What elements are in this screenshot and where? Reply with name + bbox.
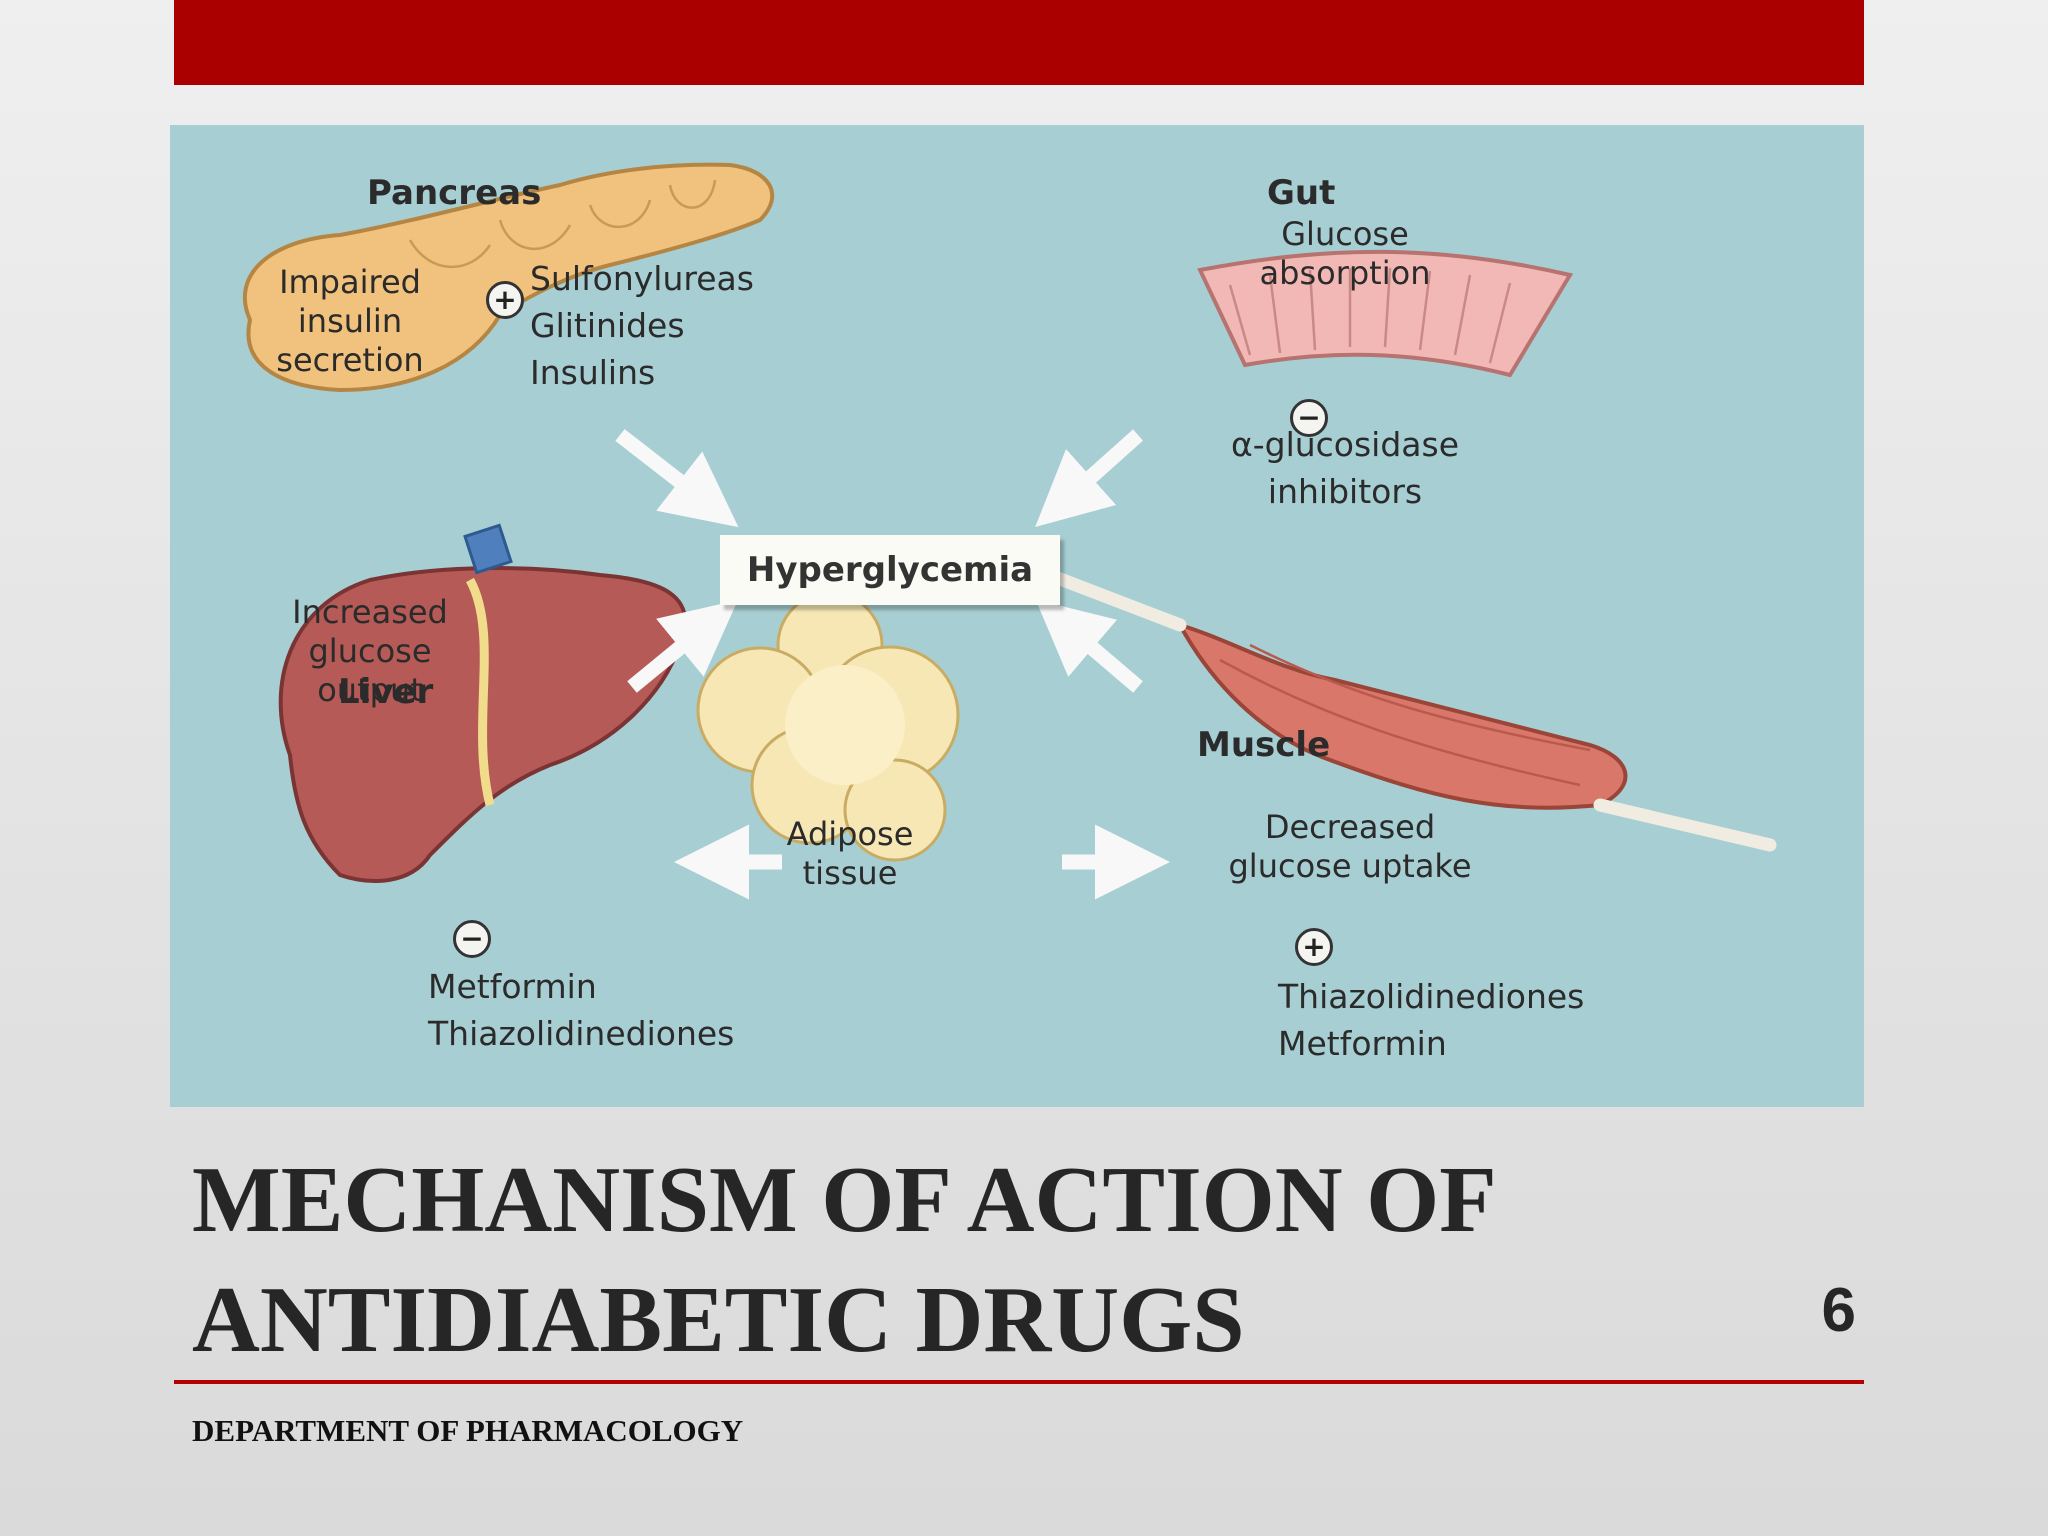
liver-illustration (278, 523, 688, 883)
gut-illustration (1197, 249, 1574, 378)
drug-item: Metformin (1278, 1024, 1447, 1063)
footer-department: DEPARTMENT OF PHARMACOLOGY (192, 1413, 744, 1448)
muscle-title: Muscle (1197, 725, 1331, 765)
gut-drugs: α-glucosidase inhibitors (1225, 421, 1465, 515)
pancreas-defect-line: insulin (297, 302, 403, 340)
drug-item: Insulins (530, 353, 656, 392)
pancreas-defect-line: Impaired (279, 263, 421, 301)
gut-defect: Glucose absorption (1225, 215, 1465, 293)
drug-item: Metformin (428, 967, 597, 1006)
pancreas-title: Pancreas (367, 173, 542, 213)
adipose-label: Adipose tissue (735, 815, 965, 893)
top-accent-bar (174, 0, 1864, 85)
gut-minus-sign: − (1290, 399, 1328, 437)
slide-title: MECHANISM OF ACTION OF ANTIDIABETIC DRUG… (192, 1140, 1742, 1380)
liver-minus-sign: − (453, 920, 491, 958)
muscle-drugs: Thiazolidinediones Metformin (1278, 973, 1584, 1067)
muscle-defect-line: glucose uptake (1228, 847, 1472, 885)
pancreas-defect: Impaired insulin secretion (250, 263, 450, 380)
adipose-label-line: Adipose (786, 815, 914, 853)
liver-defect-line: Increased (292, 593, 448, 631)
hyperglycemia-box: Hyperglycemia (720, 535, 1060, 605)
drug-item: Glitinides (530, 306, 685, 345)
liver-defect: Increased glucose output (265, 593, 475, 710)
muscle-defect: Decreased glucose uptake (1220, 808, 1480, 886)
adipose-illustration (696, 591, 960, 862)
arrow-liver-to-center (627, 600, 738, 693)
bottom-divider (174, 1380, 1864, 1384)
muscle-illustration (1048, 570, 1777, 852)
drug-item: inhibitors (1267, 472, 1423, 511)
arrow-gut-to-center (1035, 429, 1144, 528)
gut-title: Gut (1267, 173, 1336, 213)
liver-defect-line: glucose (308, 632, 432, 670)
drug-item: Thiazolidinediones (428, 1014, 735, 1053)
pancreas-illustration (243, 162, 775, 393)
drug-item: α-glucosidase (1230, 425, 1460, 464)
liver-defect-line: output (317, 671, 423, 709)
gut-defect-line: Glucose (1281, 215, 1409, 253)
slide-title-line: MECHANISM OF ACTION OF (192, 1148, 1497, 1252)
pancreas-defect-line: secretion (276, 341, 424, 379)
pancreas-drugs: Sulfonylureas Glitinides Insulins (530, 255, 754, 396)
muscle-plus-sign: + (1295, 928, 1333, 966)
diagram-graphics (243, 162, 1777, 900)
liver-drugs: Metformin Thiazolidinediones (428, 963, 734, 1057)
adipose-label-line: tissue (802, 854, 898, 892)
arrows (615, 429, 1171, 900)
slide-title-line: ANTIDIABETIC DRUGS (192, 1268, 1245, 1372)
pancreas-plus-sign: + (486, 281, 524, 319)
page-number: 6 (1821, 1276, 1856, 1345)
drug-item: Sulfonylureas (530, 259, 754, 298)
mechanism-diagram: Hyperglycemia Pancreas Impaired insulin … (170, 125, 1864, 1107)
arrow-pancreas-to-center (615, 429, 739, 528)
drug-item: Thiazolidinediones (1278, 977, 1585, 1016)
gut-defect-line: absorption (1259, 254, 1431, 292)
liver-title: Liver (338, 672, 434, 712)
muscle-defect-line: Decreased (1264, 808, 1436, 846)
arrow-muscle-to-center (1035, 599, 1143, 693)
